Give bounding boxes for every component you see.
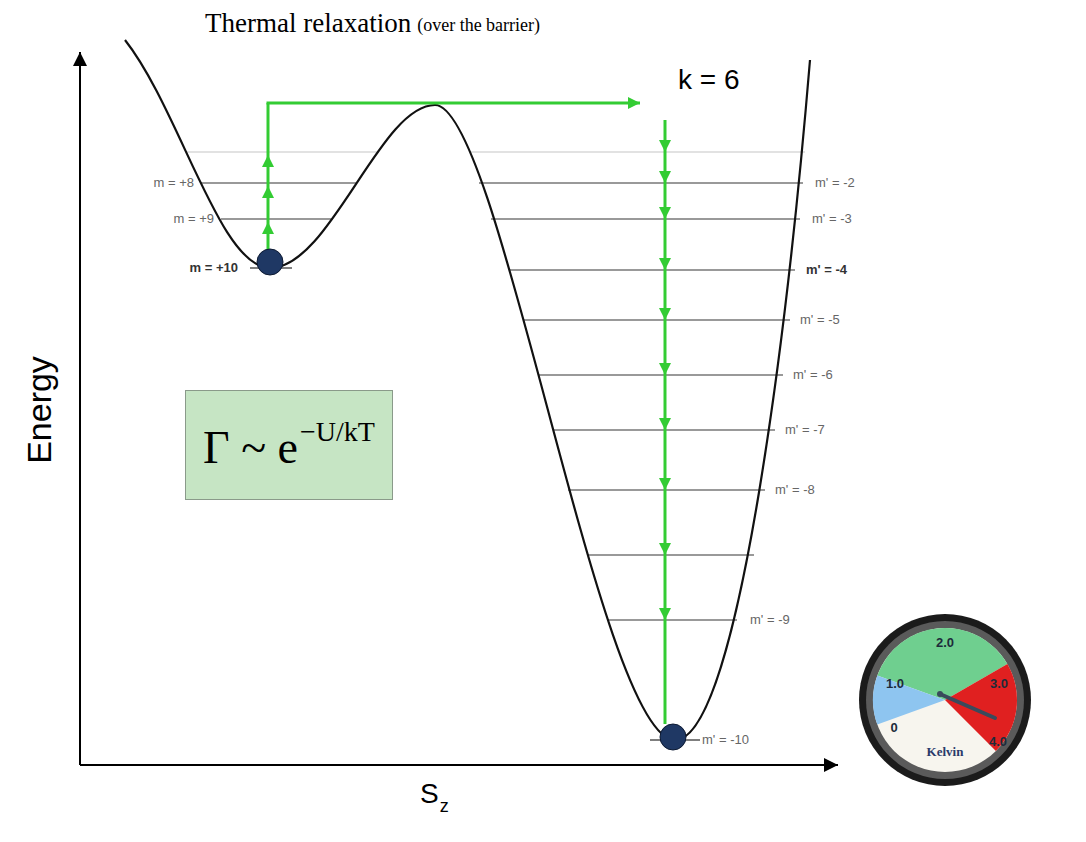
level-line [509,269,795,271]
diagram-title: Thermal relaxation [205,8,411,39]
down-arrow [664,375,667,430]
double-well-potential [125,40,810,740]
over-barrier-arrow [267,102,641,105]
level-line [186,151,378,153]
level-label: m' = -4 [806,263,847,278]
down-arrow [664,152,667,183]
gauge-rim [859,614,1031,786]
down-arrow [664,270,667,320]
gauge-scale-number: 1.0 [886,677,904,692]
gauge-bezel [866,621,1024,779]
down-arrow [664,555,667,620]
level-line [538,374,783,376]
up-line [267,103,270,155]
axis-label: S [420,778,439,810]
level-label: m' = -7 [785,423,825,438]
gauge-scale-number: 4.0 [989,735,1007,750]
title-note: (over the barrier) [417,15,540,36]
level-label: m' = -10 [702,733,749,748]
up-arrow [267,186,270,222]
formula-line: Γ ~ e−U/kT [203,416,375,474]
level-line [479,182,803,184]
level-count: k = 6 [678,64,739,96]
down-arrow [664,320,667,375]
down-arrow [664,490,667,555]
level-label: m' = -6 [793,368,833,383]
level-label: m = +9 [174,212,214,227]
energy-levels [186,152,805,740]
kelvin-gauge [859,614,1031,786]
level-line [491,218,800,220]
formula-text: Γ ~ e [203,422,298,473]
spin-state-ball [660,724,686,750]
gauge-needle [940,694,995,718]
level-line [523,319,790,321]
sz-axis [80,764,838,766]
level-label: m = +10 [190,261,238,276]
spin-state-ball [257,249,283,275]
level-line [201,182,357,184]
gauge-blue-zone [873,675,945,724]
down-arrow [664,183,667,219]
level-line [221,218,331,220]
level-label: m' = -3 [812,212,852,227]
level-line [470,151,805,153]
level-line [608,619,737,621]
down-arrow [664,430,667,490]
gauge-scale-number: 3.0 [990,677,1008,692]
gauge-unit-label: Kelvin [927,745,964,760]
gauge-scale-number: 0 [890,721,897,736]
level-label: m' = -5 [800,313,840,328]
down-arrow [664,120,667,152]
level-label: m' = -8 [775,483,815,498]
down-arrow [664,219,667,270]
formula-exponent: −U/kT [300,416,375,447]
down-line [664,620,667,724]
formula-box: Γ ~ e−U/kT [185,390,393,500]
level-label: m' = -9 [750,613,790,628]
axis-subscript: z [440,796,449,817]
energy-axis [79,52,81,765]
axis-label: Energy [20,356,59,464]
up-arrow [267,155,270,186]
level-line [587,554,754,556]
gauge-face [873,628,1017,772]
gauge-red-zone [945,664,1017,751]
gauge-scale-number: 2.0 [936,636,954,651]
level-label: m' = -2 [815,176,855,191]
gauge-pivot [937,691,943,697]
level-label: m = +8 [154,176,194,191]
